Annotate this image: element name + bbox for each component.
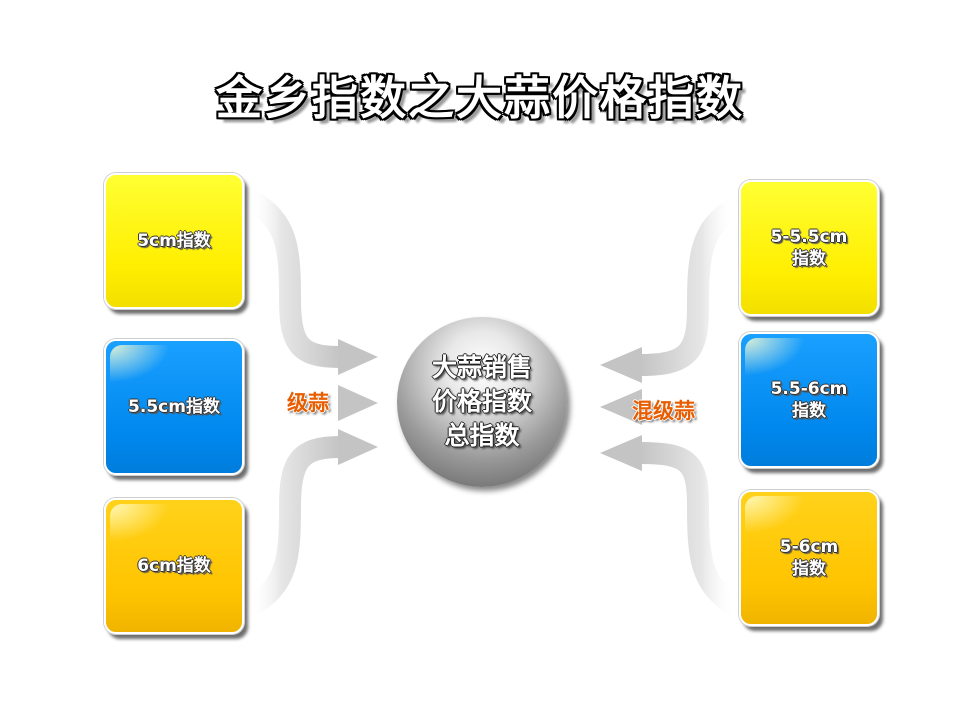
right-flow-bottom xyxy=(639,442,741,615)
left-box-5cm-label: 5cm指数 xyxy=(137,231,211,251)
center-sphere-label: 大蒜销售 价格指数 总指数 xyxy=(431,353,532,450)
right-flow-top xyxy=(639,198,741,376)
left-arrowhead-middle xyxy=(338,385,378,421)
right-arrowhead-top xyxy=(600,347,642,383)
left-box-5-5cm: 5.5cm指数 xyxy=(104,339,244,475)
left-arrowhead-bottom xyxy=(338,429,378,465)
right-arrowhead-middle xyxy=(600,389,642,425)
left-flow-top xyxy=(244,190,341,368)
right-box-5-6cm-label: 5-6cm 指数 xyxy=(779,537,839,579)
right-arrowhead-bottom xyxy=(600,435,642,471)
left-box-5-5cm-label: 5.5cm指数 xyxy=(128,397,220,417)
left-arrowhead-top xyxy=(338,339,378,375)
page-title: 金乡指数之大蒜价格指数 xyxy=(216,71,744,125)
right-group-label: 混级蒜 xyxy=(632,399,695,423)
right-box-5-6cm: 5-6cm 指数 xyxy=(739,490,879,626)
left-box-6cm: 6cm指数 xyxy=(104,498,244,634)
left-group-label: 级蒜 xyxy=(287,391,329,415)
right-box-5-5-6cm: 5.5-6cm 指数 xyxy=(739,332,879,468)
right-box-5-5-6cm-label: 5.5-6cm 指数 xyxy=(770,379,848,421)
left-box-5cm: 5cm指数 xyxy=(104,173,244,309)
right-box-5-5-5cm: 5-5.5cm 指数 xyxy=(739,180,879,316)
center-sphere: 大蒜销售 价格指数 总指数 xyxy=(397,317,567,487)
left-box-6cm-label: 6cm指数 xyxy=(137,556,211,576)
left-flow-bottom xyxy=(244,436,341,616)
right-box-5-5-5cm-label: 5-5.5cm 指数 xyxy=(770,227,848,269)
